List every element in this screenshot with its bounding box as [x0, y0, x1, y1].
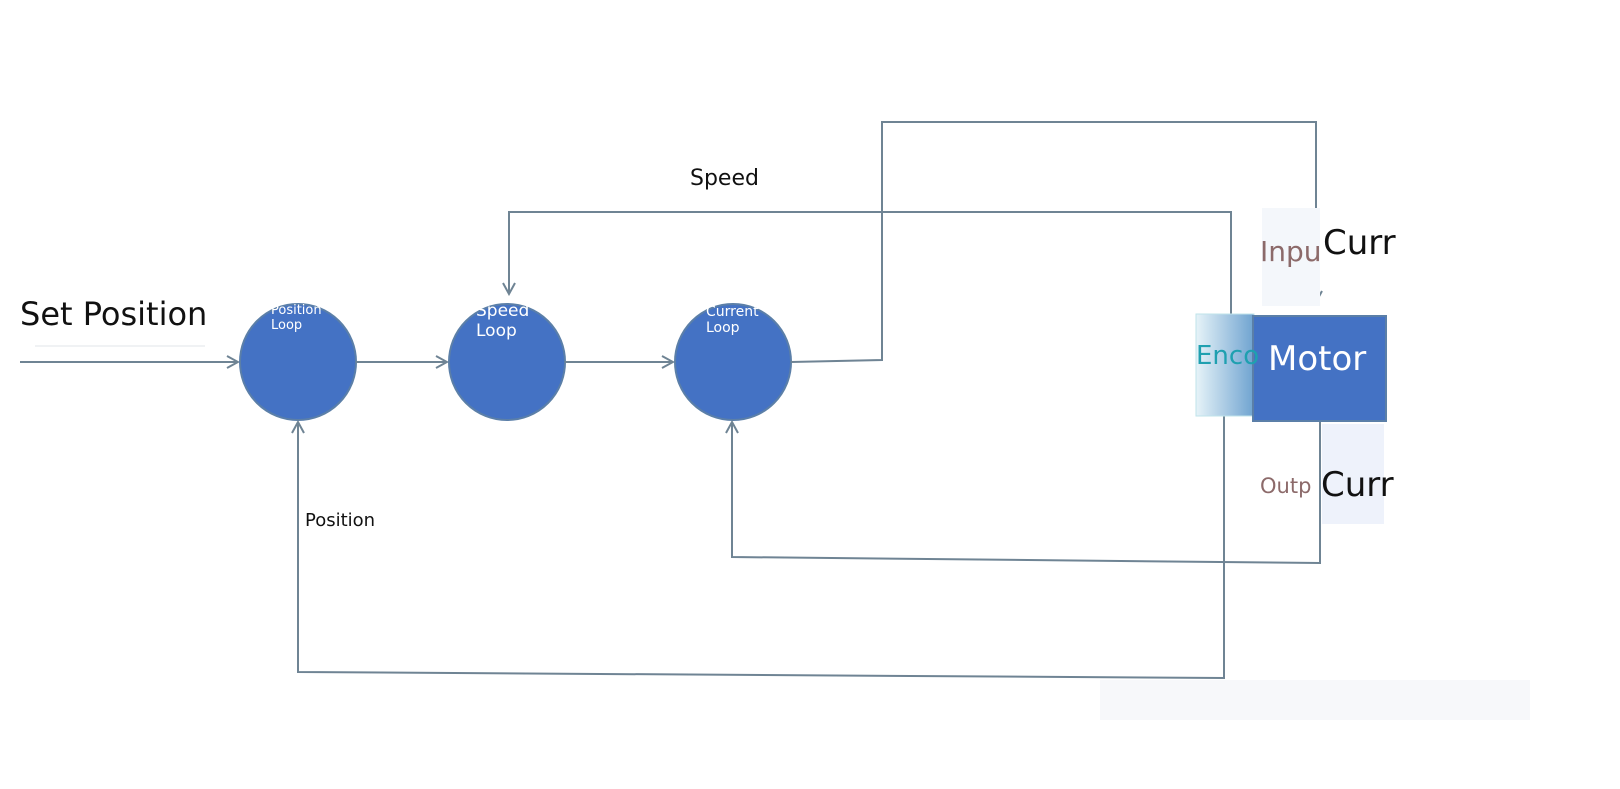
input-tag-panel: [1262, 208, 1320, 306]
input-current-tag: Inpu: [1260, 235, 1322, 268]
motor-label: Motor: [1268, 339, 1367, 379]
position-feedback-arrow: [298, 316, 1225, 680]
speed-feedback-arrow: [509, 211, 1232, 316]
speed-loop-label: Speed Loop: [476, 301, 530, 341]
motor-block: [1252, 315, 1387, 422]
position-feedback-label: Position: [305, 510, 376, 531]
current-feedback-arrow: [732, 422, 1321, 565]
output-current-label: Curr: [1321, 465, 1394, 505]
current-loop-label: Current Loop: [706, 304, 759, 337]
output-tag-panel: [1322, 424, 1384, 524]
speed-feedback-label: Speed: [690, 166, 759, 191]
scan-smudge: [1100, 680, 1530, 720]
set-position-label: Set Position: [20, 295, 208, 333]
position-loop-label: Position Loop: [271, 303, 322, 333]
encoder-label: Enco: [1196, 341, 1260, 371]
output-current-tag: Outp: [1260, 474, 1312, 498]
input-current-label: Curr: [1323, 223, 1396, 263]
drive-to-motor-arrow: [790, 121, 1316, 363]
